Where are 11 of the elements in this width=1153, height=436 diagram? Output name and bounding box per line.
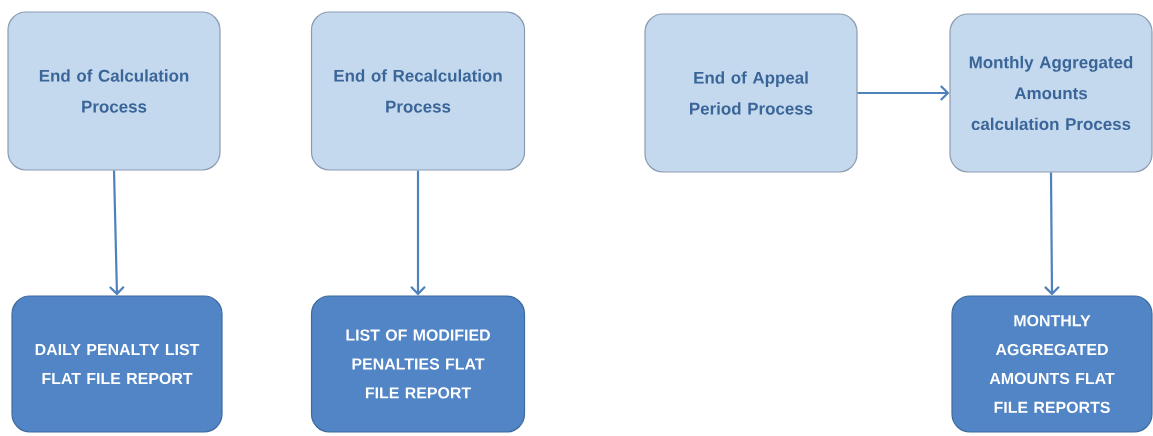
- report-box: DAILY PENALTY LIST FLAT FILE REPORT: [11, 295, 223, 433]
- process-box: End of Calculation Process: [7, 11, 221, 171]
- arrow: [857, 85, 950, 101]
- arrow: [410, 170, 426, 296]
- process-box: End of Recalculation Process: [310, 11, 526, 171]
- arrow: [1044, 172, 1060, 296]
- arrow: [109, 170, 125, 296]
- report-box: MONTHLY AGGREGATED AMOUNTS FLAT FILE REPORTS: [951, 295, 1153, 433]
- process-box: Monthly Aggregated Amounts calculation Process: [949, 13, 1153, 173]
- process-box: End of Appeal Period Process: [644, 13, 858, 173]
- report-box: LIST OF MODIFIED PENALTIES FLAT FILE REPORT: [310, 295, 526, 433]
